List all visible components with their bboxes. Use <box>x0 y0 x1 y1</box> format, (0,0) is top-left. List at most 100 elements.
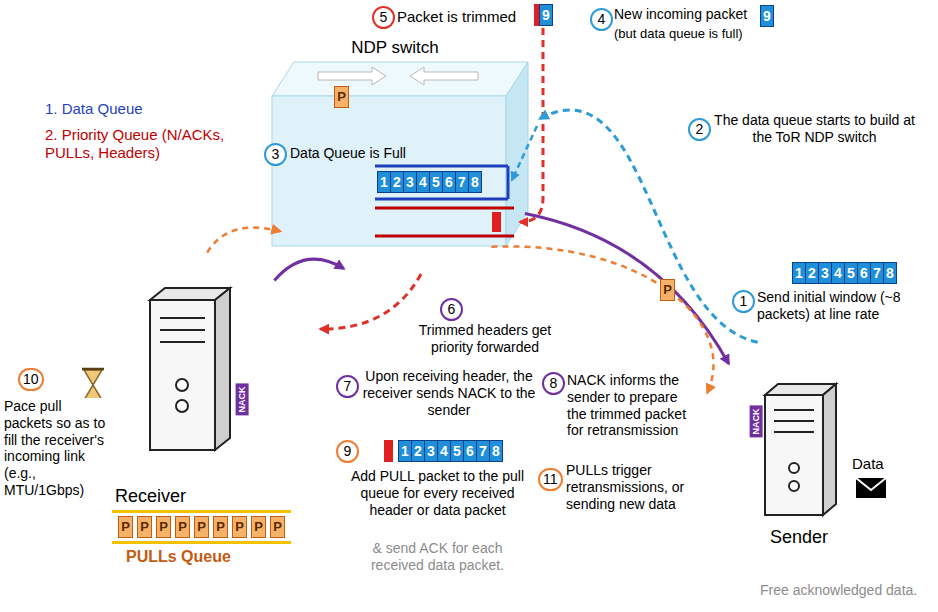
label-slot: 12345678 <box>792 262 896 284</box>
callout-number: 5 <box>372 6 395 29</box>
sender-circle: Sender Data <box>693 328 937 572</box>
packet: 6 <box>857 262 871 284</box>
packet: 2 <box>805 262 819 284</box>
packet: P <box>118 516 133 538</box>
callout-number: 6 <box>440 298 463 321</box>
pull-packet: P <box>660 279 679 301</box>
text-slot: Sender <box>770 527 828 549</box>
packet: P <box>156 516 171 538</box>
annotation: The data queue starts to build at the To… <box>712 112 917 146</box>
packet: P <box>137 516 152 538</box>
header-bar <box>384 440 393 462</box>
label-slot: 10 <box>18 368 44 391</box>
queue-heading: PULLs Queue <box>126 547 291 566</box>
node-label: Data <box>852 455 884 473</box>
nack-packet: NACK <box>236 383 249 415</box>
packet: P <box>660 279 675 301</box>
label-slot: Free acknowledged data. <box>760 582 935 599</box>
node-title: Receiver <box>115 486 186 508</box>
packet-row: 9 <box>534 4 552 26</box>
annotation: New incoming packet <box>614 6 759 23</box>
label-slot: NACK <box>740 410 772 428</box>
packet: P <box>251 516 266 538</box>
packet: 2 <box>411 440 425 462</box>
label-slot: P <box>334 86 353 108</box>
label-slot: 8 <box>542 372 565 395</box>
annotation: 2. Priority Queue (N/ACKs, PULLs, Header… <box>45 126 243 162</box>
label-slot: 2 <box>688 118 711 141</box>
annotation: Trimmed headers get priority forwarded <box>400 322 570 356</box>
packet: 3 <box>403 171 417 193</box>
label-slot: Trimmed headers get priority forwarded <box>400 322 570 356</box>
label-slot: 9 <box>336 440 359 463</box>
packet: 6 <box>442 171 456 193</box>
label-slot: 5 <box>372 6 395 29</box>
label-slot: 9 <box>760 5 773 27</box>
pull-packets: PPPPPPPPP <box>112 510 291 544</box>
queue-leader <box>512 126 537 180</box>
label-slot: New incoming packet <box>614 6 759 23</box>
label-slot: 1. Data Queue <box>45 100 195 118</box>
flow-arrow <box>525 214 729 364</box>
switch-box <box>272 62 528 246</box>
packet: 7 <box>870 262 884 284</box>
text-slot: NDP switch <box>245 38 545 58</box>
packet: 9 <box>760 5 774 27</box>
node-title: Sender <box>770 527 828 549</box>
trim-path <box>520 28 543 222</box>
pull-packet: P <box>334 86 353 108</box>
receiver-server <box>150 288 230 450</box>
callout-number: 2 <box>688 118 711 141</box>
label-slot: The data queue starts to build at the To… <box>712 112 917 146</box>
packet: P <box>213 516 228 538</box>
annotation: (but data queue is full) <box>614 26 784 42</box>
label-slot: 11 <box>538 468 563 491</box>
priority-queue <box>375 208 514 236</box>
label-slot: Upon receiving header, the receiver send… <box>360 368 538 418</box>
callout-number: 7 <box>336 375 359 398</box>
packet: 8 <box>883 262 897 284</box>
label-slot: 12345678 <box>398 440 502 462</box>
annotation: & send ACK for each received data packet… <box>345 540 530 574</box>
callout-number: 1 <box>732 290 755 313</box>
packet: P <box>232 516 247 538</box>
annotation: NACK informs the sender to prepare the t… <box>567 372 699 439</box>
packet-row: 12345678 <box>377 171 481 193</box>
pulls-queue: PPPPPPPPP PULLs Queue <box>112 510 291 566</box>
annotation: Data Queue is Full <box>290 145 430 162</box>
label-slot: NACK <box>226 388 258 406</box>
annotation: Upon receiving header, the receiver send… <box>360 368 538 418</box>
callout-number: 11 <box>538 468 563 491</box>
packet: 4 <box>831 262 845 284</box>
callout-number: 8 <box>542 372 565 395</box>
packet: 7 <box>476 440 490 462</box>
packet: 5 <box>844 262 858 284</box>
packet: 1 <box>377 171 391 193</box>
annotation: Send initial window (~8 packets) at line… <box>757 289 932 323</box>
label-slot: 6 <box>440 298 463 321</box>
annotation: PULLs trigger retransmissions, or sendin… <box>566 462 694 512</box>
callout-number: 9 <box>336 440 359 463</box>
packet: 3 <box>818 262 832 284</box>
packet: 8 <box>468 171 482 193</box>
annotation: Free acknowledged data. <box>760 582 935 599</box>
envelope-icon <box>856 478 886 498</box>
annotation: Packet is trimmed <box>397 8 534 26</box>
label-slot: 4 <box>590 8 613 31</box>
annotation: 1. Data Queue <box>45 100 195 118</box>
nack-packet: NACK <box>750 405 763 437</box>
flow-arrow <box>274 259 343 280</box>
callout-number: 4 <box>590 8 613 31</box>
label-slot: NACK informs the sender to prepare the t… <box>567 372 699 439</box>
packet: 9 <box>539 4 553 26</box>
label-slot: (but data queue is full) <box>614 26 784 42</box>
text-slot: Receiver <box>115 486 186 508</box>
packet: P <box>194 516 209 538</box>
packet: 1 <box>792 262 806 284</box>
packet: 4 <box>437 440 451 462</box>
packet: 8 <box>489 440 503 462</box>
label-slot: P <box>660 279 679 301</box>
packet: 4 <box>416 171 430 193</box>
label-slot: Pace pull packets so as to fill the rece… <box>4 398 108 499</box>
flow-arrow <box>321 274 422 329</box>
